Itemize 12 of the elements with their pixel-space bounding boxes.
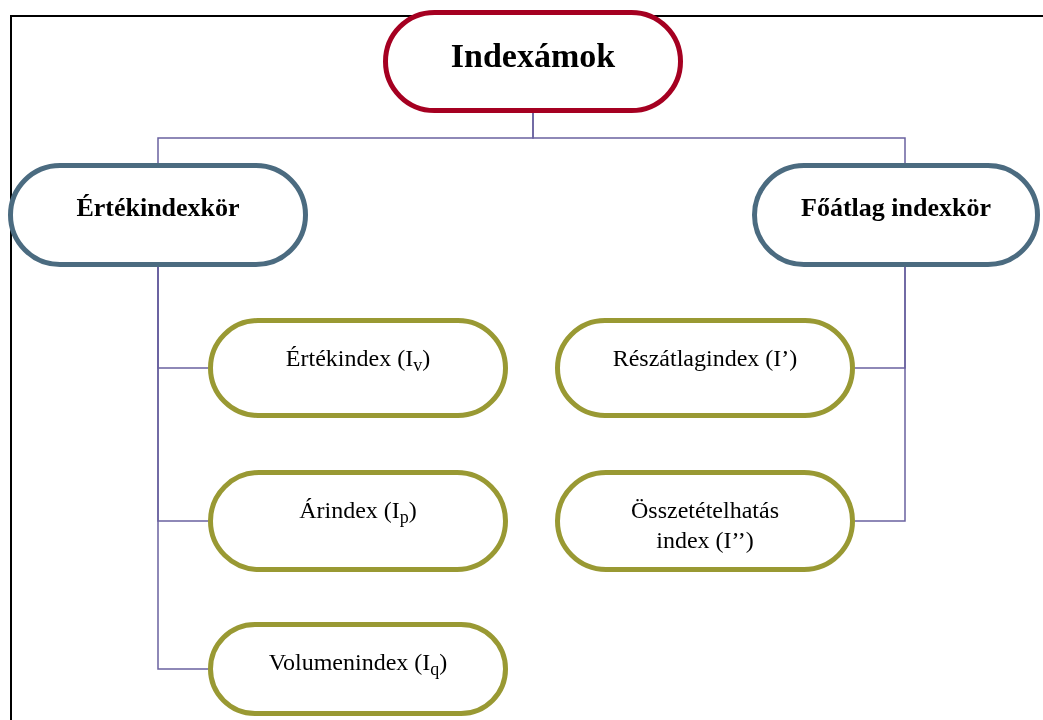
connector-line — [157, 266, 209, 670]
node-label: Volumenindex (I$_{q}$) — [268, 648, 448, 677]
node-label: Árindex (I$_{p}$) — [299, 496, 417, 525]
node-label: Indexámok — [450, 36, 616, 76]
connector-line — [532, 112, 906, 164]
connector-line — [854, 266, 906, 522]
node-label: Értékindex (I$_{v}$) — [285, 344, 431, 373]
node-label: Részátlagindex (I’) — [612, 344, 798, 373]
node-label: Értékindexkör — [76, 192, 240, 224]
node-label: Főátlag indexkör — [801, 192, 991, 224]
rounded-node — [8, 163, 308, 267]
node-label: Összetételhatás index (I’’) — [630, 496, 780, 555]
